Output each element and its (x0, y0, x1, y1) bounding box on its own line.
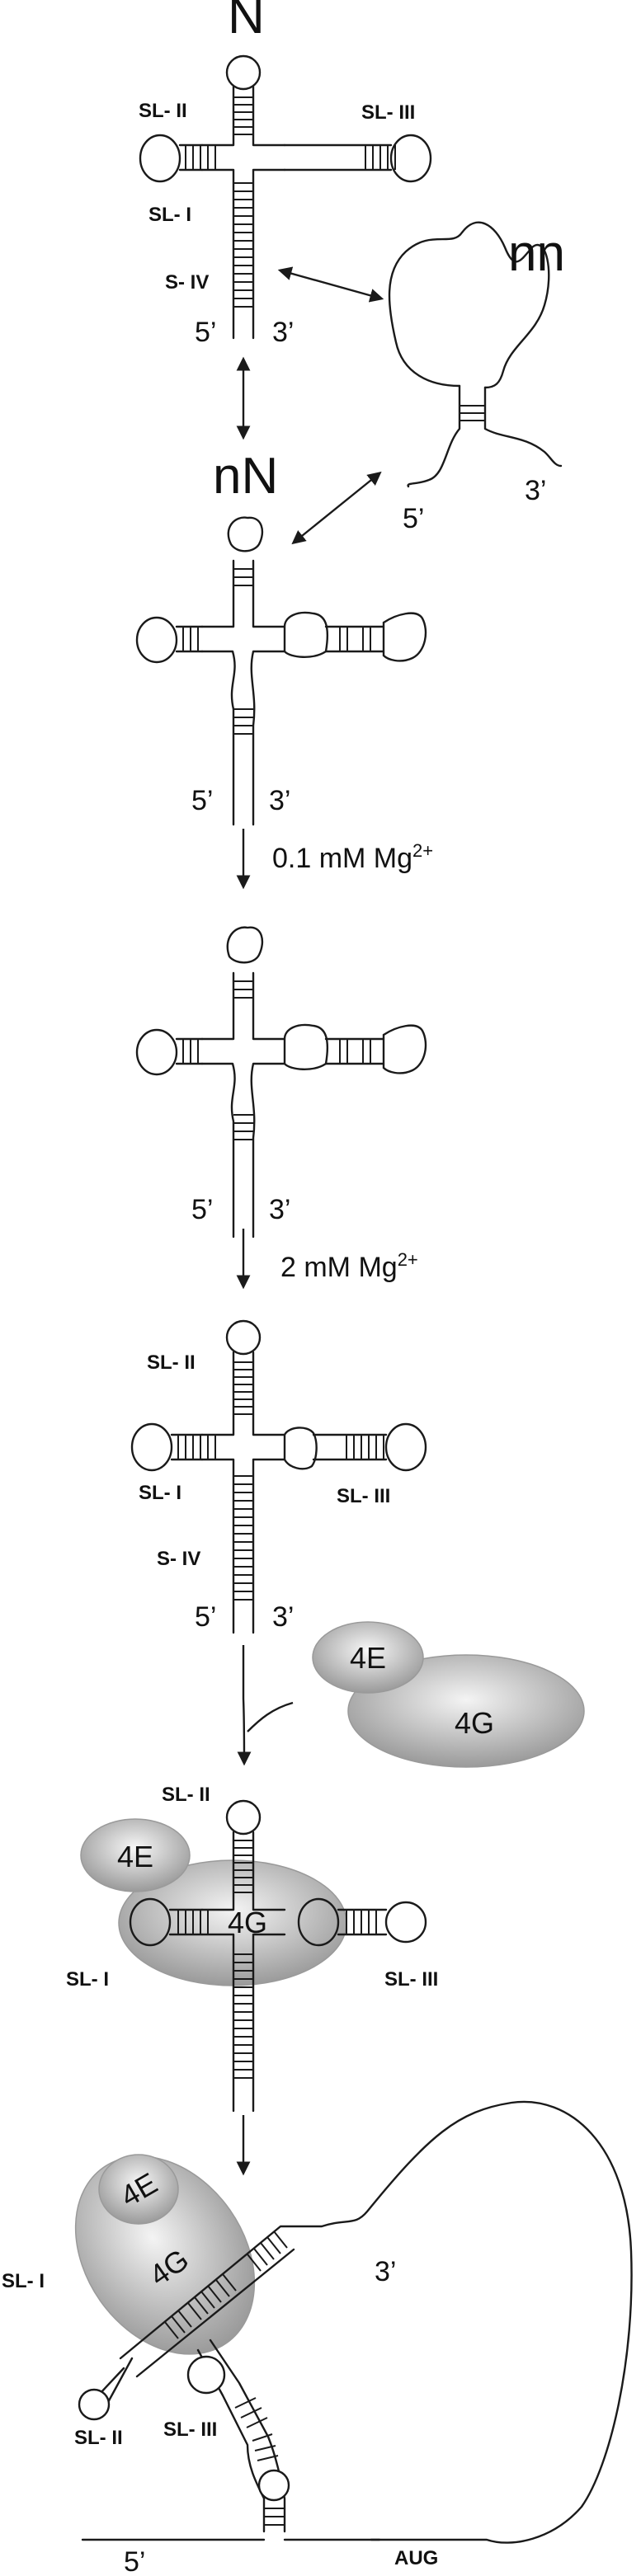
label-sl-i-6: SL- I (2, 2270, 45, 2292)
label-sl-iii: SL- III (361, 101, 415, 124)
label-5-prime-4: 5’ (195, 1601, 216, 1633)
label-sl-ii-4: SL- II (147, 1351, 196, 1374)
label-sl-ii-5: SL- II (162, 1784, 210, 1806)
equilibrium-arrow-nN-nn (291, 471, 382, 545)
structure-high-mg: SL- II SL- I SL- III S- IV 5’ 3’ (130, 1319, 427, 1634)
protein-4e-recruited (98, 2154, 179, 2225)
state-label-nn-near: nN (213, 448, 278, 505)
equilibrium-arrow-n-nn (277, 266, 384, 303)
state-label-n: N (228, 0, 265, 45)
label-s-iv: S- IV (165, 271, 209, 294)
label-mg-high: 2 mM Mg2+ (280, 1249, 418, 1283)
label-5-prime: 5’ (195, 317, 216, 348)
structure-nonnative: nn 5’ 3’ (388, 221, 565, 534)
label-5-prime-2: 5’ (191, 785, 213, 816)
label-5-prime-3: 5’ (191, 1194, 213, 1225)
label-4e-free: 4E (350, 1641, 386, 1675)
binding-arrow (237, 1645, 252, 1766)
label-4e-bound: 4E (117, 1840, 153, 1873)
protein-4e-bound (80, 1818, 191, 1892)
free-eif4e-eif4g: 4E 4G (312, 1621, 585, 1768)
structure-near-native: nN 5’ 3’ (135, 448, 427, 826)
label-3-prime-3: 3’ (269, 1194, 290, 1225)
label-sl-iii-4: SL- III (337, 1485, 390, 1507)
label-3-prime: 3’ (272, 317, 294, 348)
label-5-prime-nn: 5’ (403, 503, 424, 534)
label-sl-iii-5: SL- III (384, 1968, 438, 1991)
label-3-prime-2: 3’ (269, 785, 290, 816)
structure-native: N SL- II SL- III SL- I S- IV 5’ 3’ (139, 0, 432, 348)
label-sl-ii: SL- II (139, 100, 187, 122)
label-sl-i-5: SL- I (66, 1968, 109, 1991)
label-s-iv-4: S- IV (157, 1548, 200, 1570)
label-4g-free: 4G (455, 1706, 494, 1740)
state-label-nn: nn (508, 225, 565, 282)
label-5-prime-6: 5’ (124, 2546, 145, 2576)
label-aug: AUG (394, 2547, 438, 2569)
label-sl-i-4: SL- I (139, 1482, 181, 1504)
label-sl-iii-6: SL- III (163, 2419, 217, 2441)
structure-recruited: 4E 4G SL- I SL- II SL- III 3’ 5’ AUG (2, 2100, 633, 2576)
binding-curve (247, 1701, 294, 1732)
structure-bound: 4E 4G SL- II SL- I SL- III (66, 1784, 438, 2113)
protein-4e-free (312, 1621, 424, 1694)
label-3-prime-4: 3’ (272, 1601, 294, 1633)
label-4g-bound: 4G (228, 1906, 267, 1939)
structure-low-mg: 5’ 3’ (135, 926, 427, 1239)
label-sl-ii-6: SL- II (74, 2427, 123, 2449)
label-3-prime-6: 3’ (375, 2256, 396, 2287)
label-3-prime-nn: 3’ (525, 475, 546, 506)
label-sl-i: SL- I (148, 204, 191, 226)
label-mg-low: 0.1 mM Mg2+ (272, 840, 433, 874)
